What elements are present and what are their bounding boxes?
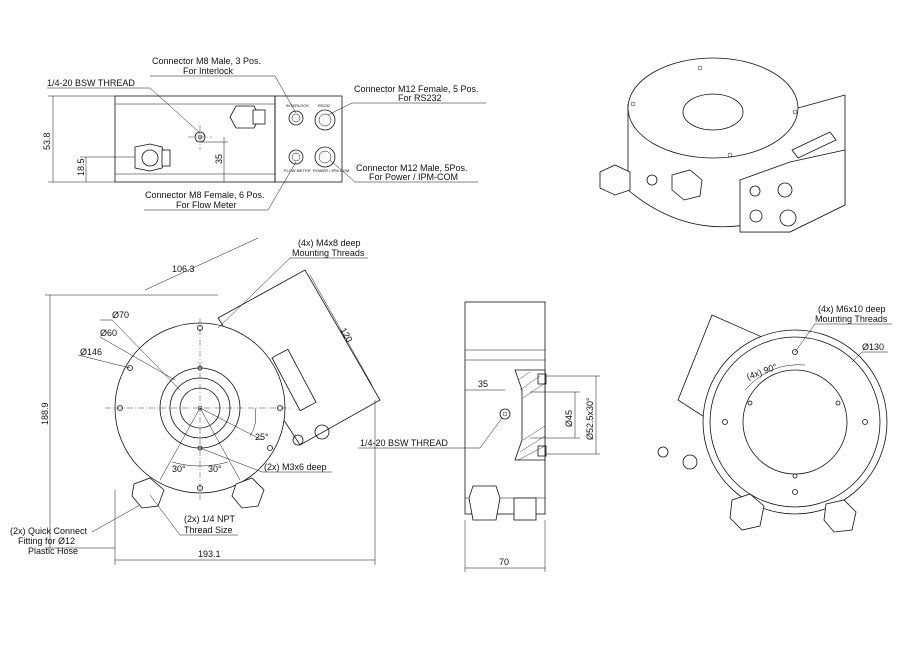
- note-m3: (2x) M3x6 deep: [264, 462, 327, 472]
- note-m4-2: Mounting Threads: [292, 248, 365, 258]
- panel-label-interlock: INTERLOCK: [286, 103, 309, 108]
- note-npt-2: Thread Size: [184, 525, 233, 535]
- note-npt-1: (2x) 1/4 NPT: [184, 514, 236, 524]
- top-view: 193.1 188.9 106.3 120 Ø70 Ø60 Ø146 25° 3…: [10, 237, 381, 565]
- note-m4-1: (4x) M4x8 deep: [298, 238, 361, 248]
- dim-53-8: 53.8: [42, 132, 52, 150]
- dim-dia52: Ø52.5x30°: [585, 397, 595, 440]
- dim-dia70: Ø70: [112, 310, 129, 320]
- note-quick-3: Plastic Hose: [28, 546, 78, 556]
- dim-ang30a: 30°: [172, 464, 186, 474]
- panel-label-power: POWER / IPM-COM: [313, 168, 349, 173]
- note-m12-rs232-1: Connector M12 Female, 5 Pos.: [354, 84, 479, 94]
- note-m6-2: Mounting Threads: [815, 314, 888, 324]
- note-quick-2: Fitting for Ø12: [18, 536, 75, 546]
- isometric-view: [599, 57, 846, 233]
- note-m12-rs232-2: For RS232: [398, 93, 442, 103]
- front-view: INTERLOCK RS232 FLOW METER POWER / IPM-C…: [42, 56, 486, 211]
- note-bsw-side: 1/4-20 BSW THREAD: [360, 438, 448, 448]
- note-m8-flow-1: Connector M8 Female, 6 Pos.: [145, 190, 265, 200]
- note-m8-interlock-1: Connector M8 Male, 3 Pos.: [152, 56, 261, 66]
- dim-18-5: 18.5: [76, 158, 86, 176]
- note-m8-interlock-2: For Interlock: [183, 66, 234, 76]
- dim-dia60: Ø60: [100, 328, 117, 338]
- dim-dia146: Ø146: [80, 347, 102, 357]
- note-m8-flow-2: For Flow Meter: [176, 200, 237, 210]
- note-quick-1: (2x) Quick Connect: [10, 526, 88, 536]
- dim-ang25: 25°: [255, 432, 269, 442]
- dim-dia45: Ø45: [564, 410, 574, 427]
- dim-188-9: 188.9: [40, 402, 50, 425]
- dim-193-1: 193.1: [198, 549, 221, 559]
- dim-120: 120: [338, 326, 354, 344]
- bottom-isometric-view: Ø130 (4x) 90° (4x) M6x10 deep Mounting T…: [657, 304, 892, 533]
- dim-70: 70: [499, 557, 509, 567]
- panel-label-flow: FLOW METER: [284, 168, 311, 173]
- dim-ang30b: 30°: [208, 464, 222, 474]
- dim-35-top: 35: [214, 154, 224, 164]
- note-m12-power-1: Connector M12 Male, 5Pos.: [356, 163, 468, 173]
- dim-35-side: 35: [478, 379, 488, 389]
- note-bsw-top: 1/4-20 BSW THREAD: [47, 78, 135, 88]
- side-section-view: 35 Ø45 Ø52.5x30° 70 1/4-20 BSW THREAD: [358, 301, 600, 572]
- note-m6-1: (4x) M6x10 deep: [818, 304, 886, 314]
- note-m12-power-2: For Power / IPM-COM: [369, 172, 458, 182]
- panel-label-rs232: RS232: [318, 103, 331, 108]
- dim-dia130: Ø130: [862, 342, 884, 352]
- dim-106-3: 106.3: [172, 264, 195, 274]
